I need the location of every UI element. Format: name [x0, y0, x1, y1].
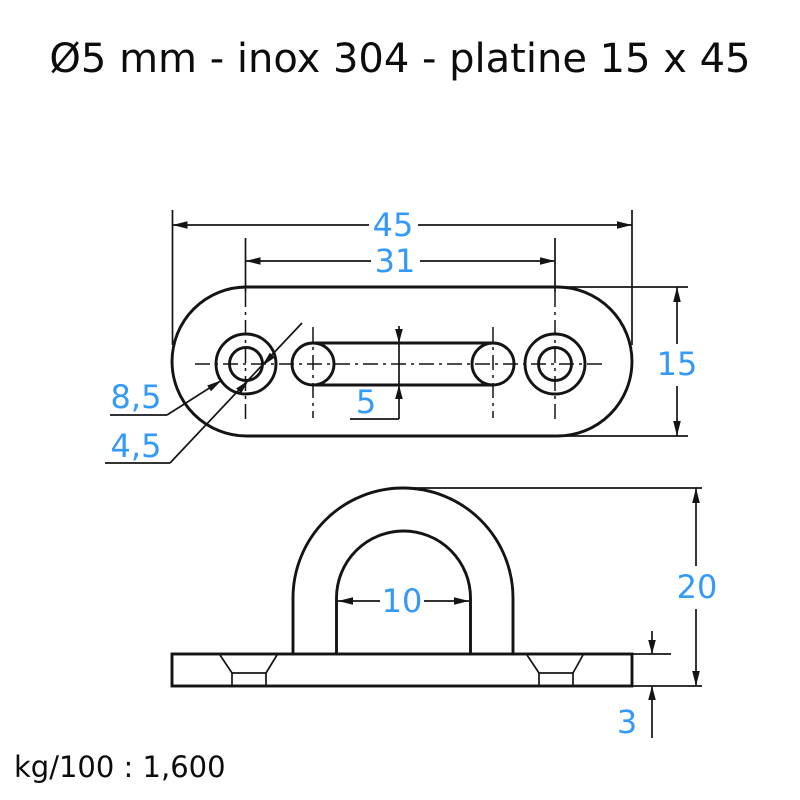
- dim-hole-spacing-label: 31: [375, 242, 416, 280]
- top-view: 45 31 15: [105, 206, 697, 465]
- dim-overall-length-label: 45: [373, 206, 414, 244]
- dim-eye-inner-width-label: 10: [382, 582, 423, 620]
- dim-counterbore: 8,5: [110, 378, 223, 416]
- side-plate: [170, 652, 634, 688]
- dim-slot-width: 5: [350, 326, 403, 421]
- dim-eye-inner-width: 10: [338, 582, 469, 620]
- eye-loop: [291, 486, 515, 656]
- dim-hole-diameter: 4,5: [105, 322, 303, 465]
- dim-overall-height: 20: [403, 487, 718, 687]
- dim-plate-width-label: 15: [657, 345, 698, 383]
- dim-plate-width: 15: [557, 286, 698, 437]
- dim-hole-diameter-label: 4,5: [111, 427, 162, 465]
- dim-hole-spacing: 31: [245, 242, 555, 280]
- weight-note: kg/100 : 1,600: [14, 750, 226, 784]
- dim-overall-height-label: 20: [677, 568, 718, 606]
- dim-counterbore-label: 8,5: [111, 378, 162, 416]
- dim-overall-length: 45: [171, 206, 633, 345]
- dim-plate-thickness: 3: [617, 631, 671, 741]
- drawing-title: Ø5 mm - inox 304 - platine 15 x 45: [49, 36, 751, 82]
- dim-plate-thickness-label: 3: [617, 703, 637, 741]
- plate-outline: [170, 285, 634, 438]
- left-countersink: [219, 654, 278, 685]
- side-view: 10 20 3: [170, 486, 718, 741]
- dim-slot-width-label: 5: [356, 383, 376, 421]
- right-countersink: [526, 654, 584, 685]
